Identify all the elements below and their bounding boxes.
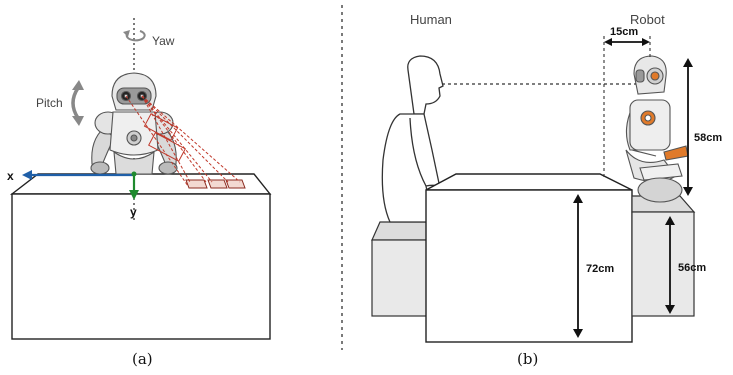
x-axis-arrow xyxy=(22,170,134,180)
y-axis-label: y xyxy=(130,205,137,219)
panel-b: Human Robot xyxy=(371,12,722,368)
robot-side-view xyxy=(625,55,689,203)
y-axis-arrow xyxy=(129,171,139,200)
table-b xyxy=(425,173,633,343)
seat-height-dimension xyxy=(665,216,675,314)
yaw-label: Yaw xyxy=(152,34,175,48)
robot-seat xyxy=(631,195,696,317)
table-cards xyxy=(185,179,246,189)
offset-label: 15cm xyxy=(610,26,638,38)
robot-height-dimension xyxy=(683,58,693,196)
pitch-label: Pitch xyxy=(36,96,63,110)
gaze-highlight-box xyxy=(143,113,186,162)
panel-a: Yaw Pitch xyxy=(7,18,272,368)
table-a xyxy=(9,173,272,340)
table-height-dimension xyxy=(573,194,583,338)
human-seat xyxy=(371,221,429,317)
human-label: Human xyxy=(410,12,452,27)
robot-height-label: 58cm xyxy=(694,132,722,144)
seat-height-label: 56cm xyxy=(678,262,706,274)
robot-label: Robot xyxy=(630,12,665,27)
caption-b: (b) xyxy=(517,350,538,368)
caption-a: (a) xyxy=(132,350,153,368)
yaw-rotation-icon xyxy=(123,30,146,42)
gaze-rays xyxy=(125,95,241,187)
offset-dimension xyxy=(604,38,650,46)
pitch-rotation-icon xyxy=(71,80,84,126)
x-axis-label: x xyxy=(7,169,14,183)
table-height-label: 72cm xyxy=(586,263,614,275)
